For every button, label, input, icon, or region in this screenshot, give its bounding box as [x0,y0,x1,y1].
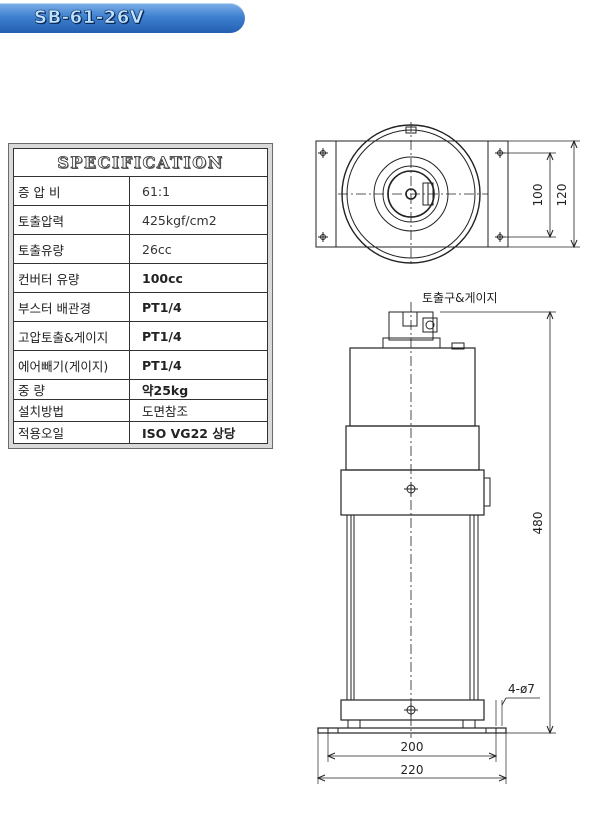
mount-hole-markers [318,148,505,242]
spec-label: 토출유량 [13,234,130,264]
spec-row: 토출압력 425kgf/cm2 [13,205,268,235]
dim-200-label: 200 [401,740,424,754]
spec-value: ISO VG22 상당 [129,421,268,444]
top-view [315,122,580,264]
dim-480-label: 480 [531,512,545,535]
front-view [316,302,556,784]
spec-label: 에어빼기(게이지) [13,350,130,380]
spec-row: 고압토출&게이지 PT1/4 [13,321,268,351]
spec-label: 증 압 비 [13,176,130,206]
spec-value: PT1/4 [129,321,268,351]
spec-row: 증 압 비 61:1 [13,176,268,206]
mount-holes-label: 4-ø7 [508,682,535,696]
spec-row: 컨버터 유량 100cc [13,263,268,293]
spec-value: 26cc [129,234,268,264]
spec-row: 설치방법 도면참조 [13,399,268,422]
spec-label: 컨버터 유량 [13,263,130,293]
spec-value: 425kgf/cm2 [129,205,268,235]
spec-label: 고압토출&게이지 [13,321,130,351]
spec-row: 에어빼기(게이지) PT1/4 [13,350,268,380]
header-banner: SB-61-26V [0,3,245,33]
spec-value: 도면참조 [129,399,268,422]
spec-value: PT1/4 [129,292,268,322]
dim-220-label: 220 [401,763,424,777]
specification-table: SPECIFICATION 증 압 비 61:1 토출압력 425kgf/cm2… [13,148,268,444]
dim-100-label: 100 [531,184,545,207]
outlet-gauge-label: 토출구&게이지 [422,291,498,305]
spec-label: 부스터 배관경 [13,292,130,322]
spec-label: 적용오일 [13,421,130,444]
model-title: SB-61-26V [34,7,145,29]
specification-panel: SPECIFICATION 증 압 비 61:1 토출압력 425kgf/cm2… [8,143,273,449]
dim-120-label: 120 [555,184,569,207]
spec-value: PT1/4 [129,350,268,380]
spec-value: 61:1 [129,176,268,206]
spec-row: 토출유량 26cc [13,234,268,264]
spec-row: 적용오일 ISO VG22 상당 [13,421,268,444]
spec-value: 100cc [129,263,268,293]
spec-row: 부스터 배관경 PT1/4 [13,292,268,322]
